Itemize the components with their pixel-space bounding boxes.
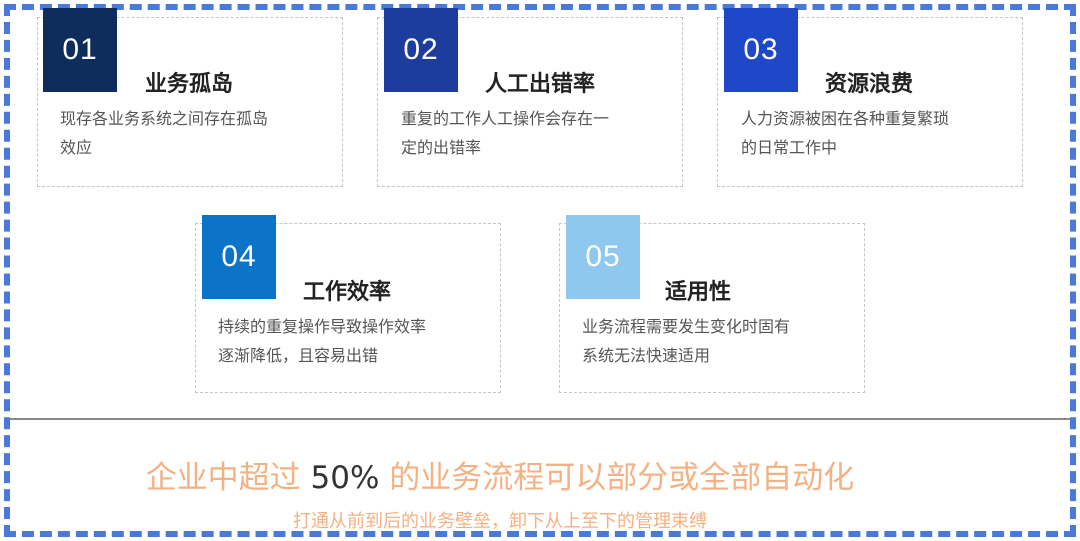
card-1-title: 业务孤岛	[145, 72, 234, 97]
card-4-number: 04	[202, 215, 276, 299]
headline-suffix: 的业务流程可以部分或全部自动化	[389, 460, 855, 496]
card-1-number: 01	[43, 8, 117, 92]
card-5-desc-line2: 系统无法快速适用	[582, 346, 711, 365]
card-3-desc-line2: 的日常工作中	[741, 138, 838, 157]
card-4-desc-line2: 逐渐降低，且容易出错	[218, 346, 379, 365]
card-2-desc-line1: 重复的工作人工操作会存在一	[401, 109, 610, 128]
card-3-desc-line1: 人力资源被困在各种重复繁琐	[741, 109, 950, 128]
card-3-title: 资源浪费	[825, 72, 914, 97]
headline-value: 50%	[300, 460, 390, 496]
card-1-desc-line2: 效应	[60, 138, 93, 157]
card-4-desc-line1: 持续的重复操作导致操作效率	[218, 317, 427, 336]
card-2-title: 人工出错率	[485, 72, 596, 97]
card-3-number: 03	[724, 8, 798, 92]
headline-prefix: 企业中超过	[145, 460, 301, 496]
summary-subline: 打通从前到后的业务壁垒，卸下从上至下的管理束缚	[293, 511, 707, 532]
card-5-number: 05	[566, 215, 640, 299]
summary-headline: 企业中超过 50% 的业务流程可以部分或全部自动化	[0, 452, 1000, 497]
card-5-title: 适用性	[665, 280, 732, 305]
dashed-frame	[4, 4, 1076, 537]
card-1-desc-line1: 现存各业务系统之间存在孤岛	[60, 109, 269, 128]
section-divider	[10, 418, 1070, 420]
card-4-title: 工作效率	[303, 280, 392, 305]
card-2-desc-line2: 定的出错率	[401, 138, 482, 157]
card-2-number: 02	[384, 8, 458, 92]
card-5-desc-line1: 业务流程需要发生变化时固有	[582, 317, 791, 336]
